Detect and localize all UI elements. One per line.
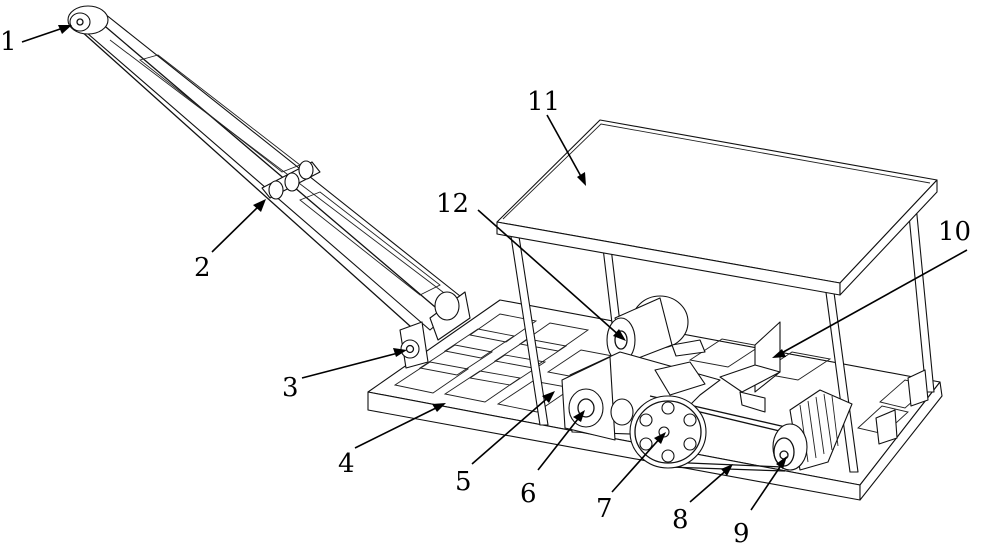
- callout-label-1: 1: [0, 27, 17, 57]
- callout-label-8: 8: [672, 505, 689, 535]
- callout-9: 9: [733, 456, 787, 549]
- callout-label-10: 10: [938, 217, 971, 247]
- boom-cross-brace: [261, 160, 321, 200]
- small-pulley: [772, 423, 808, 471]
- callout-label-9: 9: [733, 519, 750, 549]
- callout-12: 12: [436, 189, 626, 341]
- callout-label-11: 11: [527, 87, 560, 117]
- end-clamp: [875, 369, 929, 445]
- angle-bracket: [719, 321, 781, 413]
- callout-label-6: 6: [520, 479, 537, 509]
- callout-1: 1: [0, 25, 72, 57]
- callout-label-2: 2: [194, 253, 211, 283]
- callout-6: 6: [520, 410, 585, 509]
- callout-10: 10: [772, 217, 971, 358]
- table-top: [496, 119, 938, 296]
- callout-8: 8: [672, 464, 733, 535]
- callout-label-7: 7: [596, 494, 613, 524]
- top-pulley: [67, 5, 109, 35]
- bottom-hinge: [399, 321, 429, 369]
- winch-motor: [606, 295, 706, 363]
- callout-label-12: 12: [436, 189, 469, 219]
- callout-label-4: 4: [338, 449, 355, 479]
- callout-11: 11: [527, 87, 586, 186]
- callout-label-3: 3: [282, 373, 299, 403]
- callout-4: 4: [338, 403, 446, 479]
- callout-label-5: 5: [455, 467, 472, 497]
- callout-3: 3: [282, 348, 407, 403]
- large-pulley: [629, 395, 707, 469]
- gearbox: [561, 351, 721, 441]
- callout-5: 5: [455, 391, 555, 497]
- callout-2: 2: [194, 199, 266, 283]
- boom-arm: [71, 9, 466, 336]
- callout-7: 7: [596, 432, 666, 524]
- boom-pivot-support: [429, 291, 471, 341]
